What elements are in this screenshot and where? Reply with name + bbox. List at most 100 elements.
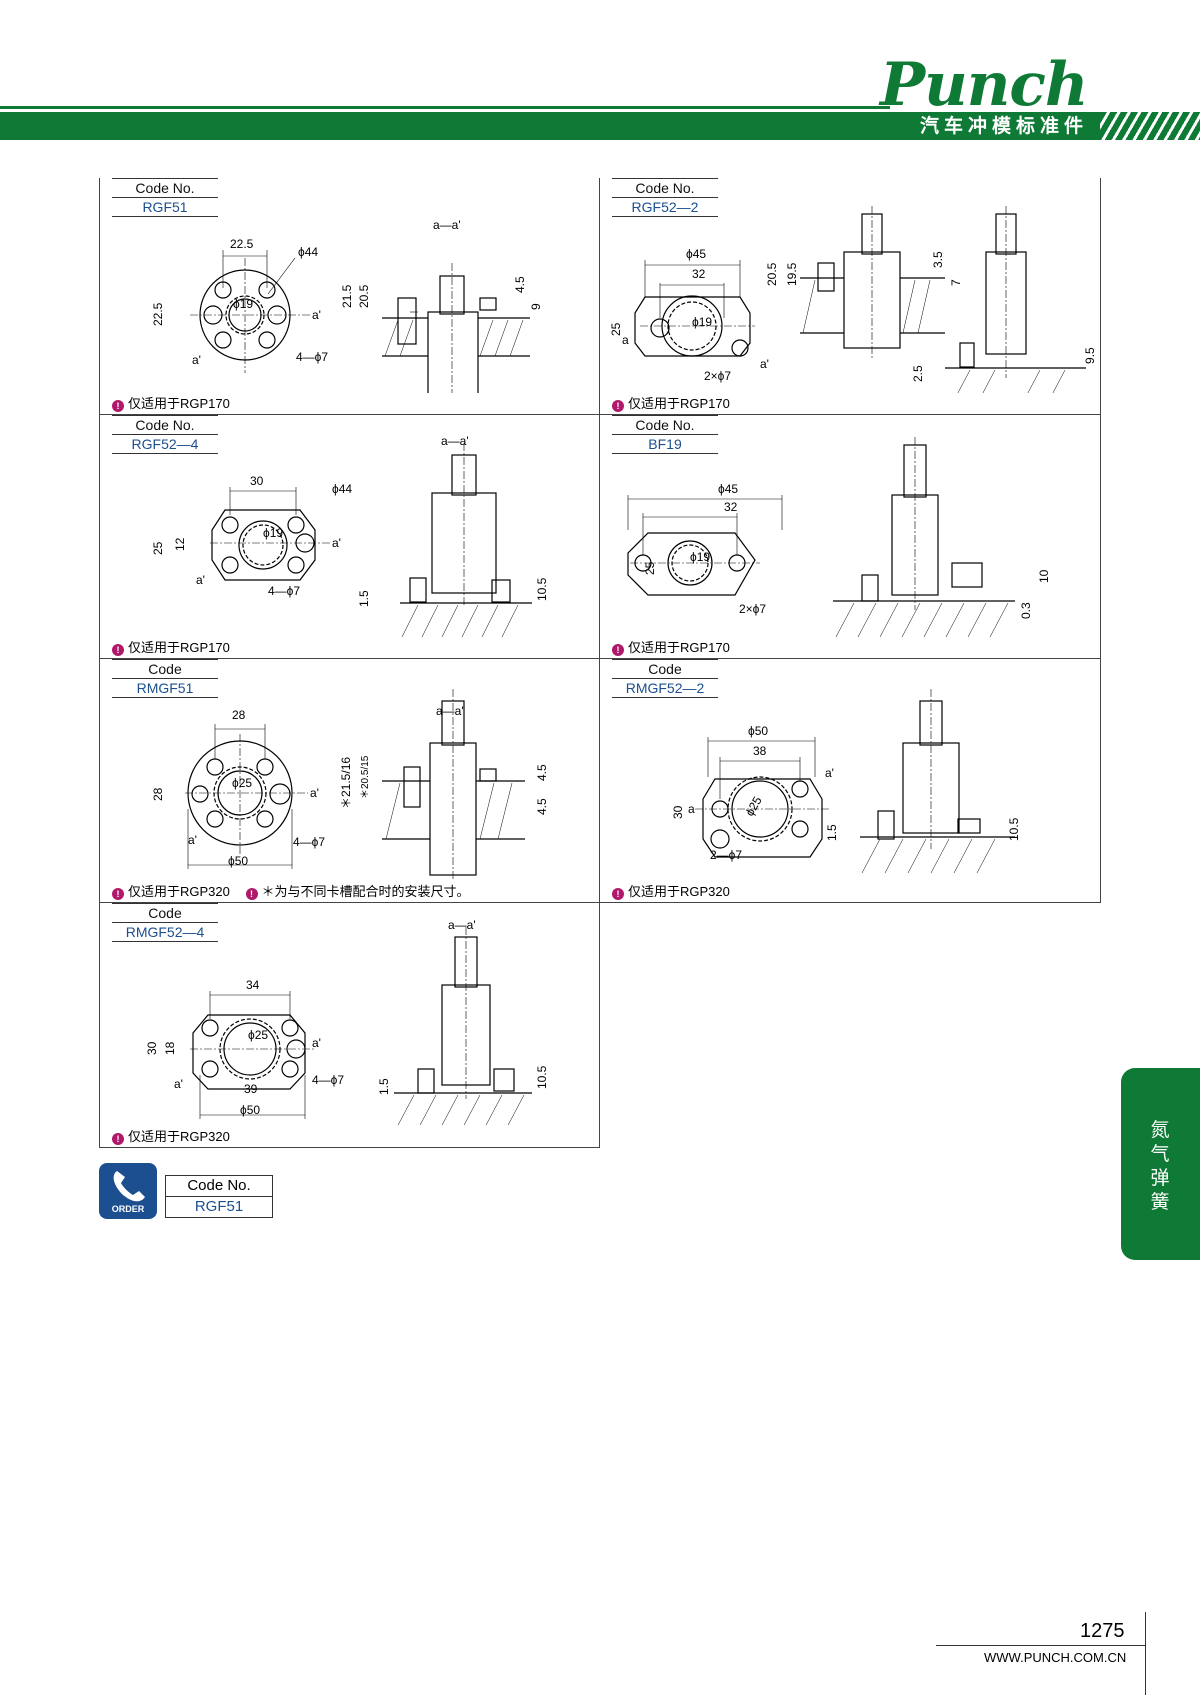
note-icon: ! (112, 888, 124, 900)
dim-width: 32 (692, 267, 706, 281)
dim-holes: 2×ϕ7 (704, 369, 731, 383)
dim-holes: 2—ϕ7 (710, 848, 742, 862)
dim-v2: 10.5 (535, 577, 549, 601)
note-icon: ! (112, 400, 124, 412)
dim-height: 22.5 (151, 302, 165, 326)
section-mark-ap: a' (312, 1036, 321, 1050)
dim-outer-dia: ϕ44 (298, 245, 318, 259)
usage-note: !仅适用于RGP170 (612, 640, 730, 656)
cell-rmgf52-2: Code RMGF52—2 ϕ50 38 a' 30 ϕ25 a (600, 659, 1101, 903)
note-text: 仅适用于RGP170 (628, 640, 730, 655)
dim-outer-dia: ϕ50 (748, 724, 768, 738)
rmgf52-2-drawing: ϕ50 38 a' 30 ϕ25 a 2—ϕ7 1.5 10.5 (671, 689, 1021, 874)
code-value: RGF52—2 (612, 198, 718, 217)
dim-inner-dia: ϕ19 (692, 315, 712, 329)
dim-v5: 2.5 (911, 365, 925, 382)
dim-v1: 20.5 (765, 262, 779, 286)
dim-outer-dia: ϕ45 (686, 247, 706, 261)
dim-v2: 19.5 (785, 262, 799, 286)
note-text: 仅适用于RGP320 (128, 1129, 230, 1144)
note-icon: ! (112, 644, 124, 656)
logo-subtitle: 汽车冲模标准件 (920, 115, 1089, 137)
section-mark-a: a' (174, 1077, 183, 1091)
dim-inner-dia: ϕ19 (263, 526, 283, 540)
footer-divider (936, 1645, 1146, 1646)
dim-v3: 4.5 (513, 276, 527, 293)
rgf52-2-drawing: ϕ45 32 ϕ19 25 2×ϕ7 a a' 20.5 19.5 3.5 7 … (609, 206, 1097, 393)
code-box: Code No. RGF52—4 (112, 415, 218, 454)
section-mark-a: a (622, 333, 629, 347)
punch-logo: Punch (880, 50, 1089, 120)
dim-height: 25 (609, 322, 623, 336)
cell-rmgf51: Code RMGF51 28 ϕ25 28 4—ϕ7 (99, 659, 600, 903)
section-mark-ap: a' (760, 357, 769, 371)
footer-divider-vertical (1145, 1612, 1146, 1695)
code-label: Code No. (612, 178, 718, 198)
note-text: 仅适用于RGP170 (128, 396, 230, 411)
section-title: a—a' (448, 918, 476, 932)
header-stripes (1100, 112, 1200, 140)
dim-h1: 25 (151, 541, 165, 555)
usage-note: ! 仅适用于RGP320 (612, 884, 730, 900)
usage-note: !仅适用于RGP170 (612, 396, 730, 412)
dim-inner-dia: ϕ25 (248, 1028, 268, 1042)
usage-note: ! 仅适用于RGP170 (112, 396, 230, 412)
dim-height: 28 (151, 787, 165, 801)
dim-holes: 4—ϕ7 (268, 584, 300, 598)
code-value: RGF52—4 (112, 435, 218, 454)
dim-inner-dia: ϕ25 (232, 776, 252, 790)
page-number: 1275 (1080, 1620, 1125, 1642)
dim-inner-dia: ϕ19 (690, 550, 710, 564)
order-code-label: Code No. (166, 1176, 272, 1197)
dim-v4: 4.5 (535, 798, 549, 815)
note-icon: ! (245, 888, 258, 900)
cell-rgf52-2: Code No. RGF52—2 ϕ4 (600, 178, 1101, 415)
usage-note: !仅适用于RGP320 !＊为与不同卡槽配合时的安装尺寸。 (112, 884, 470, 900)
dim-h2: 12 (173, 537, 187, 551)
dim-width: 38 (753, 744, 767, 758)
order-label: ORDER (111, 1204, 145, 1214)
dim-v3: 4.5 (535, 764, 549, 781)
order-code-value: RGF51 (194, 1198, 244, 1215)
category-tab[interactable] (1121, 1068, 1200, 1260)
dim-width: 22.5 (230, 237, 254, 251)
cell-rmgf52-4: Code RMGF52—4 34 ϕ25 30 18 a' (99, 903, 600, 1148)
dim-v2: 20.5 (357, 284, 371, 308)
dim-v2: 0.3 (1019, 602, 1033, 619)
dim-width: 32 (724, 500, 738, 514)
dim-outer-dia: ϕ44 (332, 482, 352, 496)
note-text: 仅适用于RGP320 (628, 884, 730, 899)
section-mark-ap: a' (188, 833, 197, 847)
note-text: 仅适用于RGP170 (128, 640, 230, 655)
dim-v3: 3.5 (931, 251, 945, 268)
note-text: 仅适用于RGP320 (128, 884, 230, 899)
dim-inner-dia: ϕ25 (742, 794, 764, 819)
section-mark-a: a' (332, 536, 341, 550)
header-bar (0, 112, 1200, 140)
dim-h1: 30 (145, 1041, 159, 1055)
dim-v2: ＊20.5/15 (360, 755, 371, 799)
code-value: RMGF52—2 (612, 679, 718, 698)
dim-holes: 2×ϕ7 (739, 602, 766, 616)
website-url[interactable]: WWW.PUNCH.COM.CN (984, 1650, 1127, 1665)
order-badge (99, 1163, 157, 1219)
rgf52-4-drawing: 30 ϕ44 ϕ19 25 12 4—ϕ7 a' a' a—a' 1.5 10.… (151, 434, 549, 637)
note-icon: ! (112, 1133, 124, 1145)
dim-outer-dia: ϕ50 (228, 854, 248, 868)
code-label: Code No. (112, 178, 218, 198)
section-title: a—a' (433, 218, 461, 232)
dim-h2: 18 (163, 1041, 177, 1055)
section-title: a—a' (441, 434, 469, 448)
dim-width: 34 (246, 978, 260, 992)
code-value: RMGF52—4 (112, 923, 218, 942)
section-mark-a: a (688, 802, 695, 816)
note-icon: ! (612, 888, 624, 900)
section-mark-a: a' (310, 786, 319, 800)
code-label: Code No. (112, 415, 218, 435)
dim-holes: 4—ϕ7 (296, 350, 328, 364)
dim-height: 30 (671, 805, 685, 819)
section-mark-ap: a' (192, 353, 201, 367)
dim-inner-dia: ϕ19 (233, 297, 253, 311)
dim-height: 25 (643, 561, 657, 575)
category-tab-label: 氮气弹簧 (1150, 1119, 1170, 1213)
